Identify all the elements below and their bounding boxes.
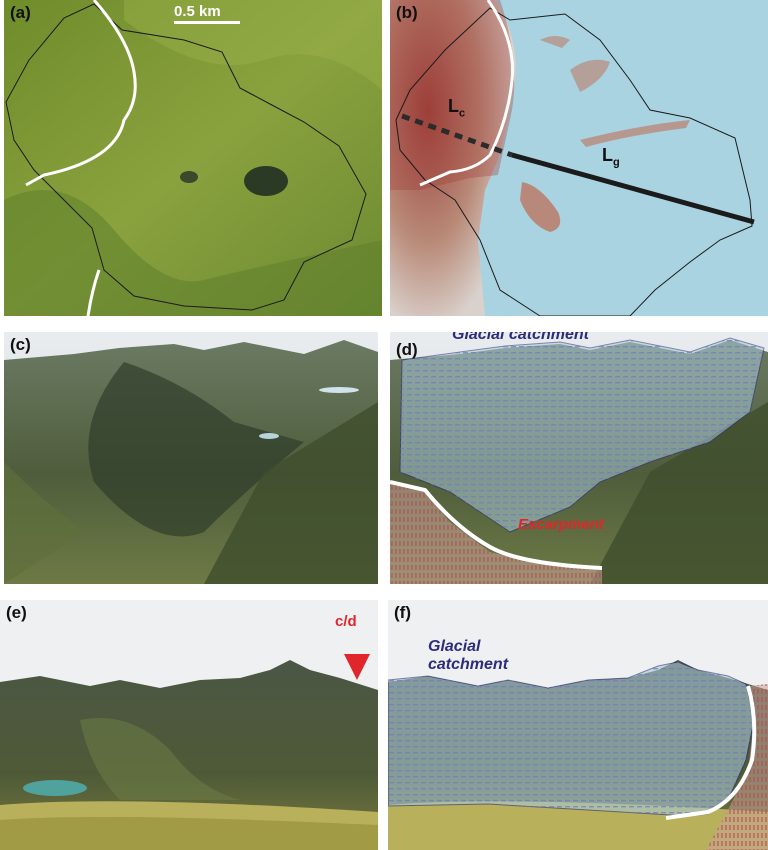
- panel-e-photo: (e): [0, 600, 378, 850]
- lake-small: [180, 171, 198, 183]
- panel-c-photo: (c): [4, 332, 378, 584]
- panel-e-svg: [0, 600, 378, 850]
- scale-bar-text: 0.5 km: [174, 3, 221, 20]
- lake-e: [23, 780, 87, 796]
- panel-b-map: (b) Lc Lg: [390, 0, 768, 316]
- pointer-triangle: [344, 654, 370, 680]
- escarpment-line-f: [665, 685, 757, 820]
- glacial-catchment-label-d: Glacial catchment: [452, 332, 589, 343]
- lc-symbol: Lc: [448, 96, 466, 120]
- scale-bar: 0.5 km: [174, 3, 240, 24]
- catchment-outline-b: [395, 7, 753, 316]
- panel-c-label: (c): [10, 335, 31, 354]
- panel-a-label: (a): [10, 3, 31, 22]
- escarpment-label: Escarpment: [518, 516, 604, 533]
- panel-a-svg: [4, 0, 382, 316]
- panel-d-photo: (d) Glacial catchment Escarpment: [390, 332, 768, 584]
- panel-f-label: (f): [394, 603, 411, 622]
- scale-bar-line: [174, 21, 240, 24]
- panel-f-photo: (f) Glacial catchment: [388, 600, 768, 850]
- panel-d-svg: [390, 332, 768, 584]
- cd-pointer-label: c/d: [335, 613, 357, 630]
- lg-symbol: Lg: [602, 145, 620, 169]
- lg-line: [511, 152, 755, 225]
- panel-c-svg: [4, 332, 378, 584]
- catchment-outline: [5, 3, 367, 311]
- patch: [520, 182, 561, 232]
- panel-f-svg: [388, 600, 768, 850]
- lake-large: [244, 166, 288, 196]
- panel-d-label: (d): [396, 340, 418, 359]
- panel-a-map: (a) 0.5 km: [4, 0, 382, 316]
- escarpment-line-d: [390, 480, 603, 570]
- panel-e-label: (e): [6, 603, 27, 622]
- lake-distant: [319, 387, 359, 393]
- panel-b-label: (b): [396, 3, 418, 22]
- glacial-catchment-label-f: Glacial catchment: [428, 638, 509, 673]
- panel-b-svg: [390, 0, 768, 316]
- escarpment-line: [25, 0, 137, 187]
- lc-line: [401, 113, 513, 158]
- escarpment-zone: [390, 0, 516, 316]
